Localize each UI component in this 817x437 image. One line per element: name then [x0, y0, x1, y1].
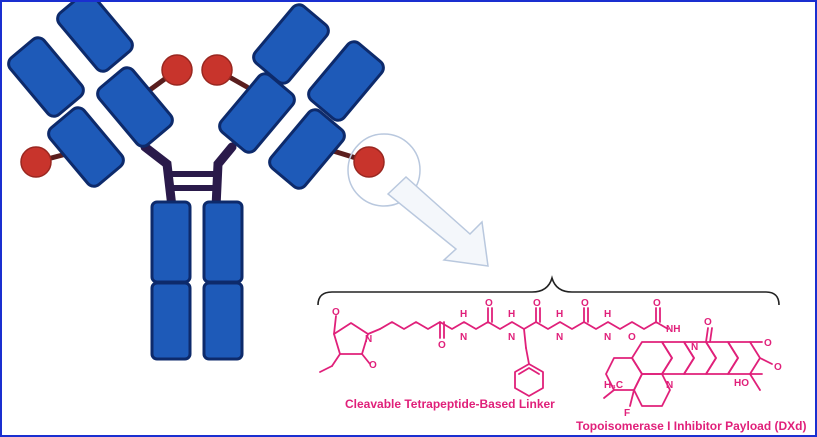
atom-f: F [624, 408, 630, 419]
fc-domain [202, 281, 244, 361]
atom-o: O [581, 298, 589, 309]
zoom-callout [347, 133, 489, 267]
heavy-chain-domain [7, 36, 85, 118]
left-fab-arm [7, 2, 174, 188]
atom-n: N [460, 332, 467, 343]
fc-domain [150, 281, 192, 361]
atom-o: O [438, 340, 446, 351]
atom-h: H [508, 309, 515, 320]
payload-drugs [20, 54, 385, 178]
fc-domain [150, 200, 192, 284]
heavy-chain-domain [252, 3, 330, 85]
linker-backbone [379, 321, 669, 330]
fc-domain [202, 200, 244, 284]
atom-n: N [508, 332, 515, 343]
atom-o: O [369, 360, 377, 371]
payload-ball [161, 54, 193, 86]
light-chain-domain [268, 108, 346, 190]
payload-ball [201, 54, 233, 86]
atom-ho: HO [734, 378, 749, 389]
payload-core [603, 327, 773, 407]
atom-h: H [556, 309, 563, 320]
payload-label: Topoisomerase I Inhibitor Payload (DXd) [576, 419, 807, 433]
atom-o: O [764, 338, 772, 349]
heavy-chain-domain [307, 40, 385, 122]
right-fab-arm [218, 3, 385, 190]
magnifier-circle [347, 133, 421, 207]
linker-label: Cleavable Tetrapeptide-Based Linker [345, 397, 555, 411]
light-chain-domain [96, 66, 174, 148]
atom-o: O [332, 307, 340, 318]
atom-o: O [704, 317, 712, 328]
atom-nh: NH [666, 324, 680, 335]
light-chain-domain [218, 72, 296, 154]
light-chain-domain [47, 106, 125, 188]
atom-o: O [533, 298, 541, 309]
atom-n: N [666, 380, 673, 391]
payload-ball [353, 146, 385, 178]
atom-n: N [365, 334, 372, 345]
antibody [7, 2, 385, 361]
heavy-chain-domain [56, 2, 134, 73]
atom-o: O [628, 332, 636, 343]
atom-h: H [460, 309, 467, 320]
phenyl-ring [514, 363, 544, 397]
chemical-structure [319, 307, 773, 407]
callout-arrow [386, 175, 489, 267]
curly-brace [317, 275, 780, 306]
payload-ball [20, 146, 52, 178]
atom-o: O [485, 298, 493, 309]
atom-o: O [653, 298, 661, 309]
atom-o: O [774, 362, 782, 373]
atom-labels: O N O O N H O N H O N H O N H O O NH O N… [332, 298, 782, 419]
succinimide-ring [333, 322, 369, 355]
hinge-region [140, 142, 237, 212]
atom-n: N [691, 342, 698, 353]
fc-region [150, 200, 244, 361]
atom-h3c: H₃C [604, 380, 623, 391]
atom-n: N [604, 332, 611, 343]
atom-h: H [604, 309, 611, 320]
atom-n: N [556, 332, 563, 343]
